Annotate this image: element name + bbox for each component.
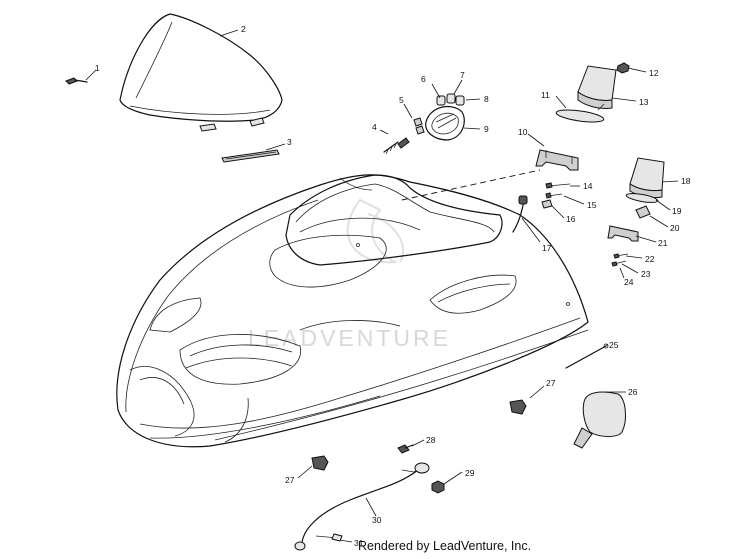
part-4-screw	[383, 137, 410, 155]
part-13-gauge	[577, 65, 617, 111]
part-19-24-assembly	[607, 193, 659, 267]
part-30-tether	[294, 462, 430, 551]
callout-13: 13	[639, 97, 649, 107]
callout-10: 10	[518, 127, 528, 137]
callout-17: 17	[542, 243, 552, 253]
part-14-16-fasteners	[541, 182, 571, 209]
callout-16: 16	[566, 214, 576, 224]
callout-26: 26	[628, 387, 638, 397]
callout-15: 15	[587, 200, 597, 210]
part-10-housing	[535, 149, 579, 171]
callout-23: 23	[641, 269, 651, 279]
callout-30: 30	[372, 515, 382, 525]
part-12-nut	[616, 62, 630, 74]
callout-25: 25	[609, 340, 619, 350]
part-18-gauge	[629, 157, 665, 199]
callout-22: 22	[645, 254, 655, 264]
part-27-clip-left	[311, 455, 329, 471]
part-11-lens	[555, 109, 605, 123]
part-29-nut	[431, 480, 445, 494]
callout-3: 3	[287, 137, 292, 147]
callout-5: 5	[399, 95, 404, 105]
callout-7: 7	[460, 70, 465, 80]
callout-14: 14	[583, 181, 593, 191]
callout-4: 4	[372, 122, 377, 132]
callout-labels: 1 2 3 4 5 6 7 8 9 10 11 12 13 14 15 16 1…	[95, 24, 691, 548]
callout-1: 1	[95, 63, 100, 73]
callout-6: 6	[421, 74, 426, 84]
part-3-trim-strip	[221, 149, 280, 163]
callout-11: 11	[541, 90, 550, 100]
hood	[116, 174, 589, 448]
watermark-text: LEADVENTURE	[248, 325, 451, 351]
callout-12: 12	[649, 68, 659, 78]
callout-19: 19	[672, 206, 682, 216]
part-26-mirror	[573, 391, 626, 449]
part-27-clip-right	[509, 399, 527, 415]
part-17-sensor	[512, 195, 528, 233]
callout-8: 8	[484, 94, 489, 104]
watermark: LEADVENTURE	[248, 198, 451, 351]
leader-lines	[85, 29, 679, 543]
part-31-pin	[315, 533, 343, 542]
part-28-bolt	[397, 444, 414, 454]
callout-31: 31	[354, 538, 364, 548]
part-2-windshield	[119, 13, 283, 132]
callout-21: 21	[658, 238, 668, 248]
part-5-9-bezel	[413, 93, 465, 141]
footer-credit: Rendered by LeadVenture, Inc.	[358, 539, 532, 553]
callout-24: 24	[624, 277, 634, 287]
cable-route-line	[401, 169, 541, 201]
callout-27-left: 27	[285, 475, 295, 485]
callout-29: 29	[465, 468, 475, 478]
callout-18: 18	[681, 176, 691, 186]
callout-27-right: 27	[546, 378, 556, 388]
callout-9: 9	[484, 124, 489, 134]
callout-20: 20	[670, 223, 680, 233]
part-25-rod	[565, 343, 609, 369]
callout-28: 28	[426, 435, 436, 445]
part-1-screw	[65, 77, 88, 85]
callout-2: 2	[241, 24, 246, 34]
